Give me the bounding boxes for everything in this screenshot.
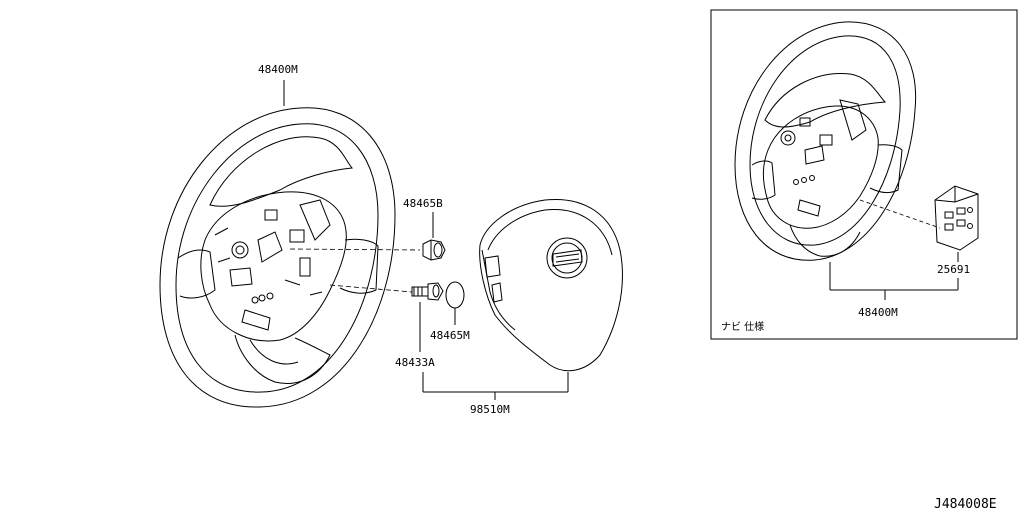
part-label-98510M: 98510M [470,403,510,416]
leader-line-nut [289,248,421,251]
diagram-code: J484008E [934,497,997,512]
airbag-module-drawing [479,198,623,372]
part-label-48465B: 48465B [403,197,443,210]
nav-steering-wheel-drawing [734,21,917,261]
part-label-48465M: 48465M [430,329,470,342]
part-label-25691: 25691 [937,263,970,276]
leader-line-bolt [329,284,413,293]
nav-spec-inset-box [710,9,1018,340]
part-label-48400M: 48400M [258,63,298,76]
steering-switch-drawing [934,185,979,251]
bolt-drawing [411,282,444,301]
airbag-leader-bracket [422,372,569,400]
steering-wheel-drawing [159,107,396,408]
cap-drawing [445,281,465,309]
inset-caption: ナビ 仕様 [721,320,764,333]
leader-line-switch [859,199,941,229]
part-label-nav-48400M: 48400M [858,306,898,319]
part-label-48433A: 48433A [395,356,435,369]
nav-wheel-leader-bracket [829,262,959,300]
nut-drawing [422,239,446,261]
